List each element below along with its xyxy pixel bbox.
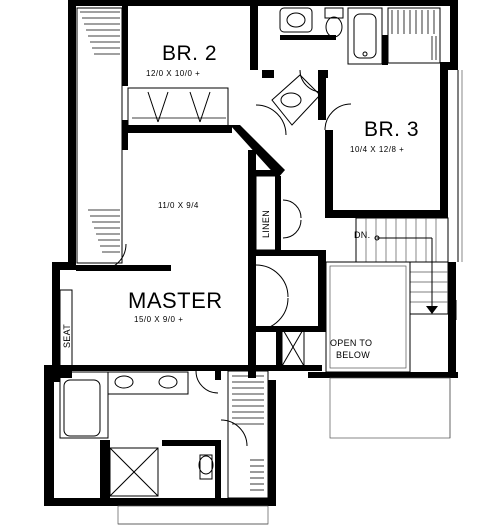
br2-name: BR. 2 (162, 42, 217, 65)
interior-walls (60, 6, 388, 505)
window-seat (59, 289, 73, 367)
dn-label: DN. (354, 230, 370, 240)
linen-closet (255, 175, 277, 251)
master-bath (59, 371, 214, 497)
master-dims: 15/0 X 9/0 + (134, 315, 183, 324)
seat-label: SEAT (62, 324, 72, 348)
below-label: BELOW (336, 350, 370, 360)
br3-dims: 10/4 X 12/8 + (350, 145, 404, 154)
balcony-hatch (80, 11, 120, 253)
br2-dims: 12/0 X 10/0 + (146, 69, 200, 78)
hall-dims: 11/0 X 9/4 (158, 201, 199, 210)
lower-deck (117, 377, 451, 525)
open-to-label: OPEN TO (330, 338, 372, 348)
walk-in-closet (227, 370, 269, 499)
small-shower (281, 327, 305, 367)
upper-bath (271, 7, 383, 126)
right-rail (455, 70, 463, 320)
balcony-left (76, 7, 123, 264)
br2-closet (127, 87, 229, 127)
master-name: MASTER (128, 288, 223, 313)
br3-name: BR. 3 (364, 118, 419, 141)
open-to-below (325, 261, 411, 373)
br3-closet (387, 7, 441, 64)
linen-label: LINEN (261, 210, 271, 238)
exterior-walls (44, 0, 458, 506)
door-swings (99, 69, 352, 447)
